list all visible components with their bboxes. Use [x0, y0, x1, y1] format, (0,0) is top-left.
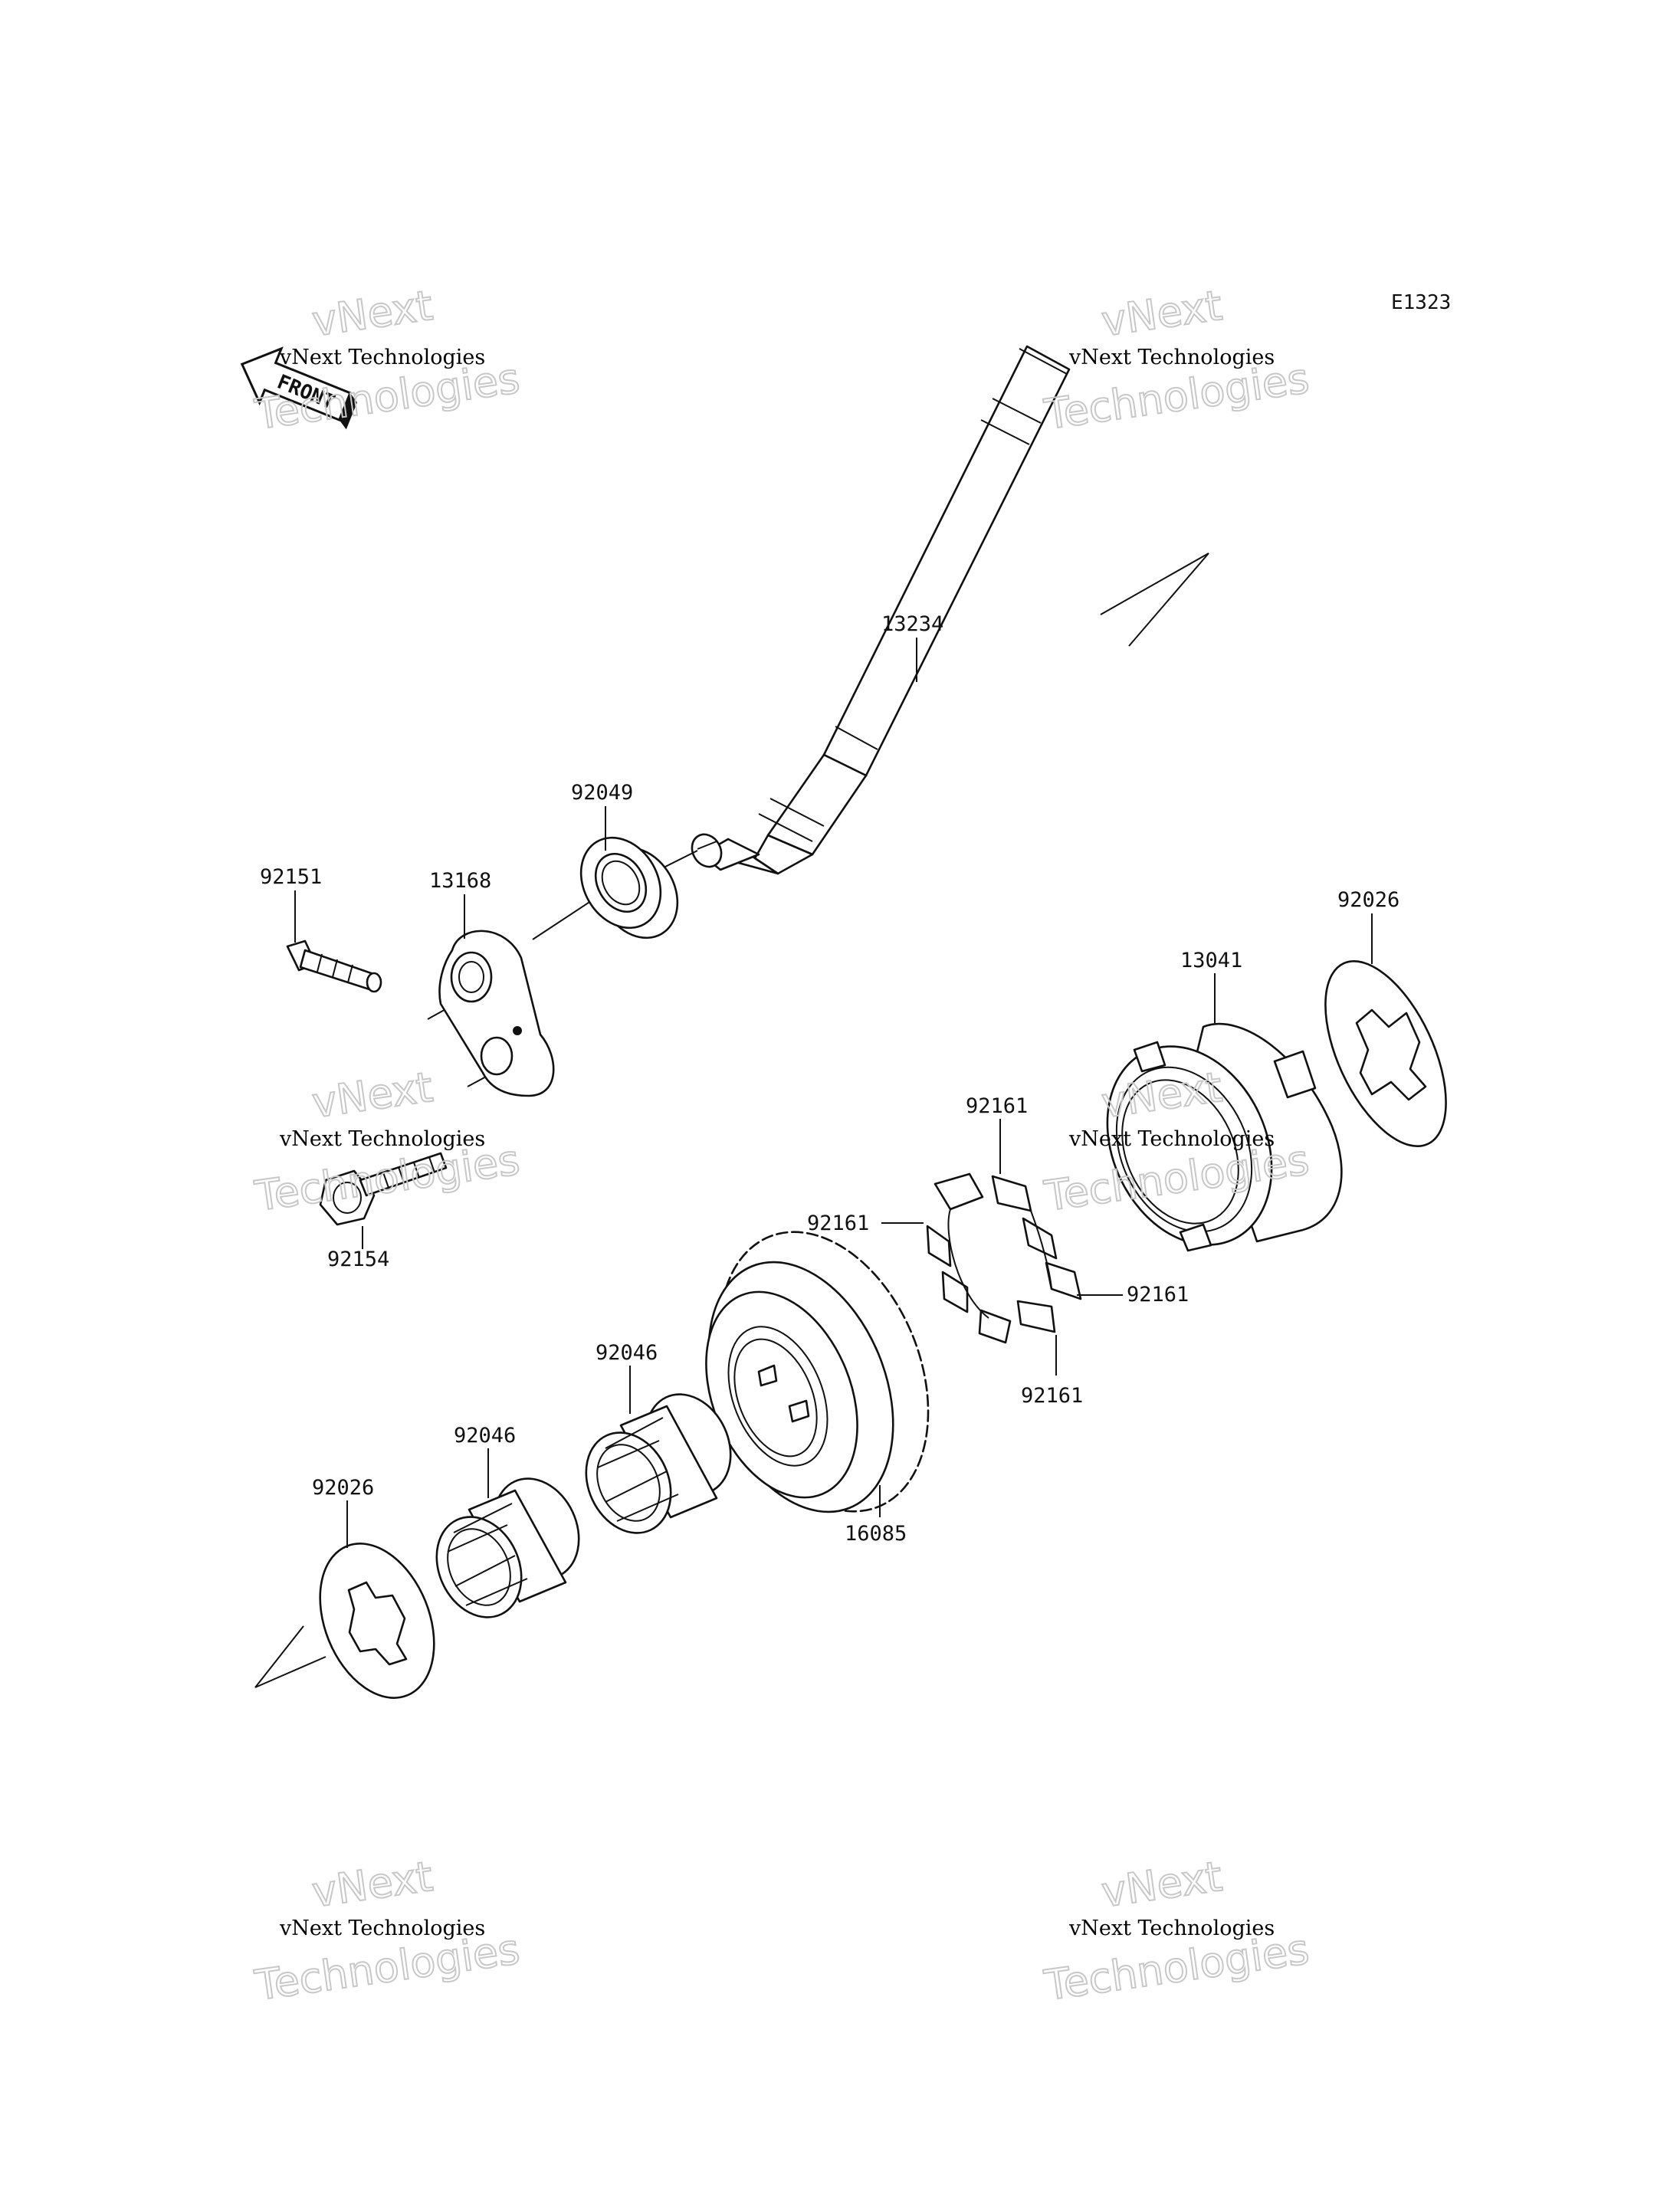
gear [705, 1231, 930, 1513]
label-shaft: 13234 [881, 612, 943, 636]
label-bearing: 92049 [571, 781, 633, 805]
svg-text:vNext Technologies: vNext Technologies [279, 1127, 485, 1151]
watermark-1: vNext Technologies vNext Technologies [251, 280, 523, 440]
label-washer-left: 92026 [312, 1476, 374, 1500]
watermark-5: vNext Technologies vNext Technologies [251, 1851, 523, 2011]
needle-bearing-lower [435, 1477, 580, 1618]
svg-text:vNext Technologies: vNext Technologies [1068, 1917, 1275, 1940]
svg-text:vNext Technologies: vNext Technologies [279, 1917, 485, 1940]
watermark-2: vNext Technologies vNext Technologies [1041, 280, 1313, 440]
bolt-top [286, 939, 382, 993]
svg-text:vNext Technologies: vNext Technologies [1068, 346, 1275, 369]
label-damper-4: 92161 [1021, 1384, 1083, 1408]
lever-arm [438, 930, 555, 1097]
ball-bearing [579, 836, 679, 939]
needle-bearing-upper [585, 1393, 732, 1534]
svg-text:vNext: vNext [309, 1063, 435, 1127]
label-lever: 13168 [429, 869, 491, 893]
label-needle-bearing-2: 92046 [454, 1424, 516, 1448]
label-damper-hub: 13041 [1180, 949, 1242, 972]
label-damper-1: 92161 [966, 1094, 1028, 1118]
svg-text:vNext Technologies: vNext Technologies [1068, 1127, 1275, 1151]
bolt-bottom [319, 1152, 448, 1226]
label-damper-2: 92161 [807, 1212, 869, 1235]
washer-right [1324, 960, 1447, 1147]
watermark-6: vNext Technologies vNext Technologies [1041, 1851, 1313, 2011]
washer-left [319, 1543, 435, 1699]
svg-text:vNext Technologies: vNext Technologies [279, 346, 485, 369]
label-washer-right: 92026 [1337, 888, 1399, 912]
reference-code: E1323 [1391, 291, 1451, 314]
label-bolt-bottom: 92154 [327, 1248, 389, 1271]
label-gear: 16085 [845, 1522, 907, 1546]
damper-rubbers [926, 1172, 1082, 1344]
svg-text:vNext: vNext [309, 1852, 435, 1917]
svg-text:vNext: vNext [309, 281, 435, 346]
label-needle-bearing-1: 92046 [596, 1341, 658, 1365]
svg-text:vNext: vNext [1098, 1852, 1225, 1917]
label-damper-3: 92161 [1127, 1283, 1189, 1307]
damper-hub [1106, 1022, 1343, 1252]
svg-text:vNext: vNext [1098, 281, 1225, 346]
shaft [691, 345, 1071, 875]
watermark-3: vNext Technologies vNext Technologies [251, 1062, 523, 1221]
label-bolt-top: 92151 [260, 865, 322, 889]
